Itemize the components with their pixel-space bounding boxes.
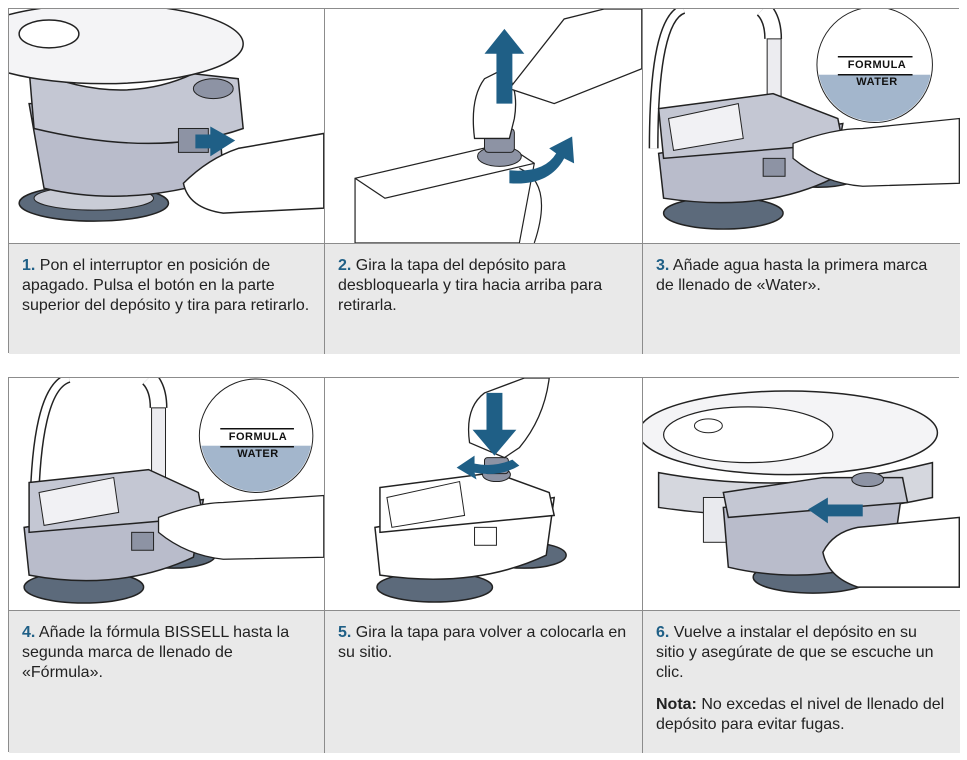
step-2-illustration <box>325 9 643 244</box>
fill-badge-labels: FORMULA WATER <box>837 58 917 90</box>
step-1-illustration <box>9 9 325 244</box>
step-5-illustration <box>325 378 643 611</box>
step-2-number: 2. <box>338 257 352 274</box>
badge-formula-label: FORMULA <box>847 59 907 71</box>
step-4-number: 4. <box>22 624 36 641</box>
step-5-number: 5. <box>338 624 352 641</box>
steps-top-row: FORMULA WATER 1. Pon el interruptor en p… <box>8 8 960 354</box>
badge-formula-label: FORMULA <box>228 431 288 443</box>
replace-cap-image <box>374 378 567 603</box>
step-4-text: 4. Añade la fórmula BISSELL hasta la seg… <box>9 611 325 753</box>
step-3-text: 3. Añade agua hasta la primera marca de … <box>643 244 960 354</box>
step-6-number: 6. <box>656 624 670 641</box>
step-3-number: 3. <box>656 257 670 274</box>
step-5-description: Gira la tapa para volver a colocarla en … <box>338 624 627 661</box>
step-2-text: 2. Gira la tapa del depósito para desblo… <box>325 244 643 354</box>
note-label: Nota: <box>656 696 697 713</box>
tank-cap-unlock-image <box>354 9 642 243</box>
fill-badge-labels: FORMULA WATER <box>219 430 297 462</box>
note-text: No excedas el nivel de llenado del depós… <box>656 696 945 733</box>
note: Nota: No excedas el nivel de llenado del… <box>656 695 948 735</box>
step-6-description: Vuelve a instalar el depósito en su siti… <box>656 624 934 681</box>
step-5-text: 5. Gira la tapa para volver a colocarla … <box>325 611 643 753</box>
step-2-description: Gira la tapa del depósito para desbloque… <box>338 257 603 314</box>
step-4-illustration: FORMULA WATER <box>9 378 325 611</box>
step-1-description: Pon el interruptor en posición de apagad… <box>22 257 310 314</box>
add-formula-image <box>23 378 324 604</box>
step-6-text: 6. Vuelve a instalar el depósito en su s… <box>643 611 960 753</box>
step-3-description: Añade agua hasta la primera marca de lle… <box>656 257 928 294</box>
step-1-text: 1. Pon el interruptor en posición de apa… <box>9 244 325 354</box>
steps-bottom-row: FORMULA WATER <box>8 377 960 753</box>
step-6-illustration <box>643 378 960 611</box>
step-1-number: 1. <box>22 257 36 274</box>
reinstall-tank-image <box>643 390 960 594</box>
step-3-illustration: FORMULA WATER <box>643 9 960 244</box>
add-water-image <box>648 9 960 230</box>
robot-tank-removal-image <box>9 9 324 222</box>
step-4-description: Añade la fórmula BISSELL hasta la segund… <box>22 624 290 681</box>
badge-water-label: WATER <box>237 448 279 460</box>
badge-water-label: WATER <box>856 76 898 88</box>
